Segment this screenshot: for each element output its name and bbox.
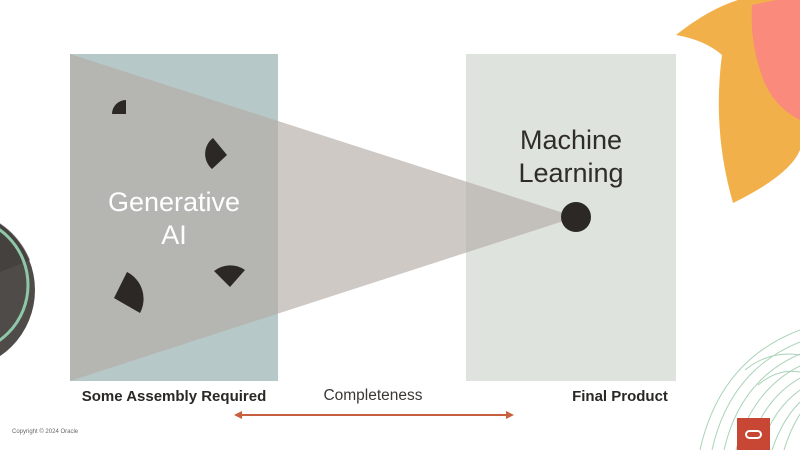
generative-ai-label-line2: AI <box>161 220 187 250</box>
final-product-caption: Final Product <box>572 388 668 405</box>
fragment-shape <box>205 138 227 169</box>
ml-focus-point <box>561 202 591 232</box>
some-assembly-required-caption: Some Assembly Required <box>81 388 267 405</box>
generative-ai-label: Generative AI <box>70 186 278 252</box>
funnel-shape <box>70 54 576 381</box>
green-ring-decoration <box>0 228 30 342</box>
fragment-shape <box>112 100 126 114</box>
fragment-shape <box>214 265 245 287</box>
completeness-arrow <box>234 411 514 419</box>
arrow-right-head-icon <box>506 411 514 419</box>
fragment-shape <box>114 272 144 313</box>
machine-learning-label-line1: Machine <box>519 125 623 155</box>
arrow-left-head-icon <box>234 411 242 419</box>
machine-learning-label: Machine Learning <box>466 124 676 190</box>
oracle-logo-icon <box>737 418 770 450</box>
generative-ai-label-line1: Generative <box>107 187 241 217</box>
orange-leaf-decoration <box>676 0 800 203</box>
machine-learning-label-line2: Learning <box>518 158 624 188</box>
oracle-o-glyph <box>745 429 762 439</box>
completeness-label: Completeness <box>323 387 423 404</box>
copyright-text: Copyright © 2024 Oracle <box>12 429 79 435</box>
